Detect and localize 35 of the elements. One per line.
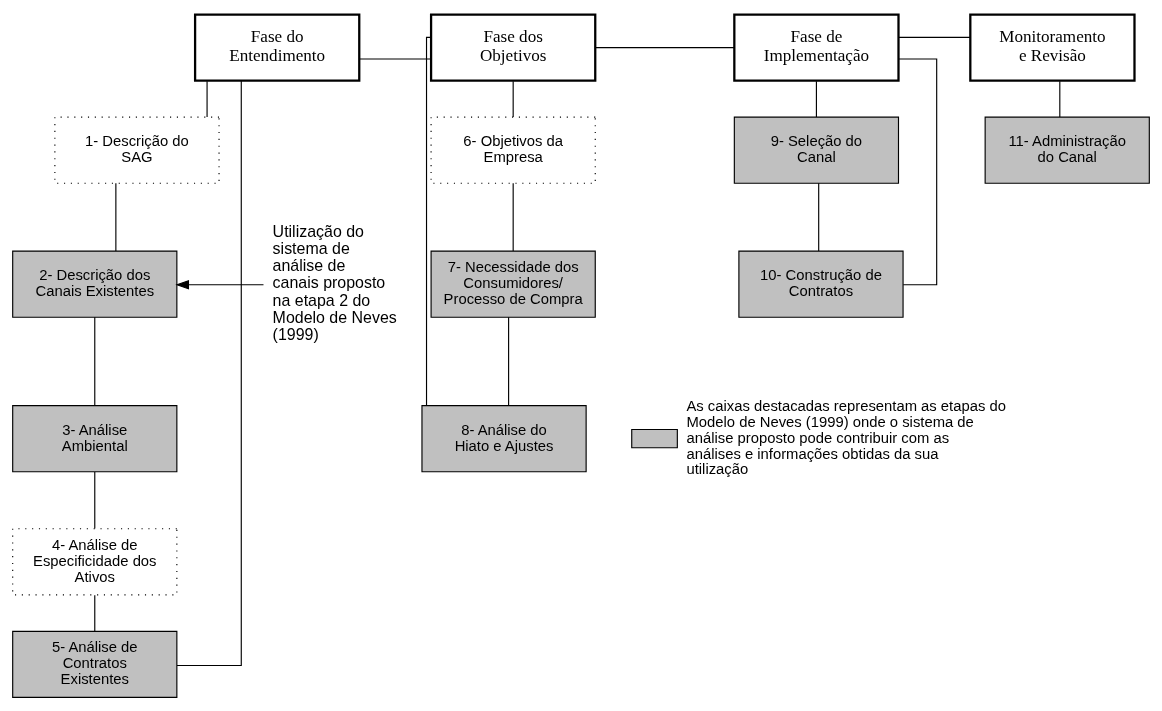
- connector: [176, 79, 242, 666]
- connector: [898, 36, 971, 38]
- node-box: Fase de Implementação: [733, 12, 900, 82]
- node-box: 2- Descrição dos Canais Existentes: [12, 250, 178, 318]
- node-box: Monitoramento e Revisão: [969, 12, 1136, 82]
- node-box: Fase do Entendimento: [193, 12, 361, 82]
- connector: [425, 36, 432, 406]
- connector: [1059, 80, 1061, 117]
- node-box: 6- Objetivos da Empresa: [430, 116, 596, 184]
- node-box: 4- Análise de Especificidade dos Ativos: [12, 527, 178, 595]
- node-text: Utilização do sistema de análise de canais proposto na etapa 2 do Modelo de Neves (1999): [272, 222, 397, 343]
- arrow: [175, 279, 265, 290]
- node-box: 10- Construção de Contratos: [738, 250, 904, 318]
- connector: [595, 46, 735, 48]
- node-box: 11- Administração do Canal: [984, 116, 1150, 184]
- connector: [512, 182, 514, 252]
- connector: [358, 57, 432, 60]
- connector: [512, 80, 514, 117]
- node-box: 1- Descrição do SAG: [54, 116, 220, 184]
- node-box: 5- Análise de Contratos Existentes: [12, 630, 178, 698]
- connector: [898, 57, 938, 285]
- node-box: Fase dos Objetivos: [429, 12, 597, 82]
- connector: [818, 182, 820, 252]
- node-box: 7- Necessidade dos Consumidores/ Processo de Compra: [430, 250, 596, 318]
- node-box: 9- Seleção do Canal: [733, 116, 900, 184]
- node-box: 3- Análise Ambiental: [12, 404, 178, 472]
- connector: [206, 80, 208, 117]
- legend-label: As caixas destacadas representam as etapas do Modelo de Neves (1999) onde o sistema de análise proposto pode contribuir com as análises e informações obtidas da sua utilização: [686, 397, 1006, 477]
- connector: [94, 594, 96, 632]
- connector: [94, 316, 96, 406]
- connector: [94, 470, 96, 529]
- connector: [115, 182, 117, 252]
- connector: [508, 316, 510, 406]
- node-box: 8- Análise do Hiato e Ajustes: [421, 404, 587, 472]
- connector: [815, 80, 817, 117]
